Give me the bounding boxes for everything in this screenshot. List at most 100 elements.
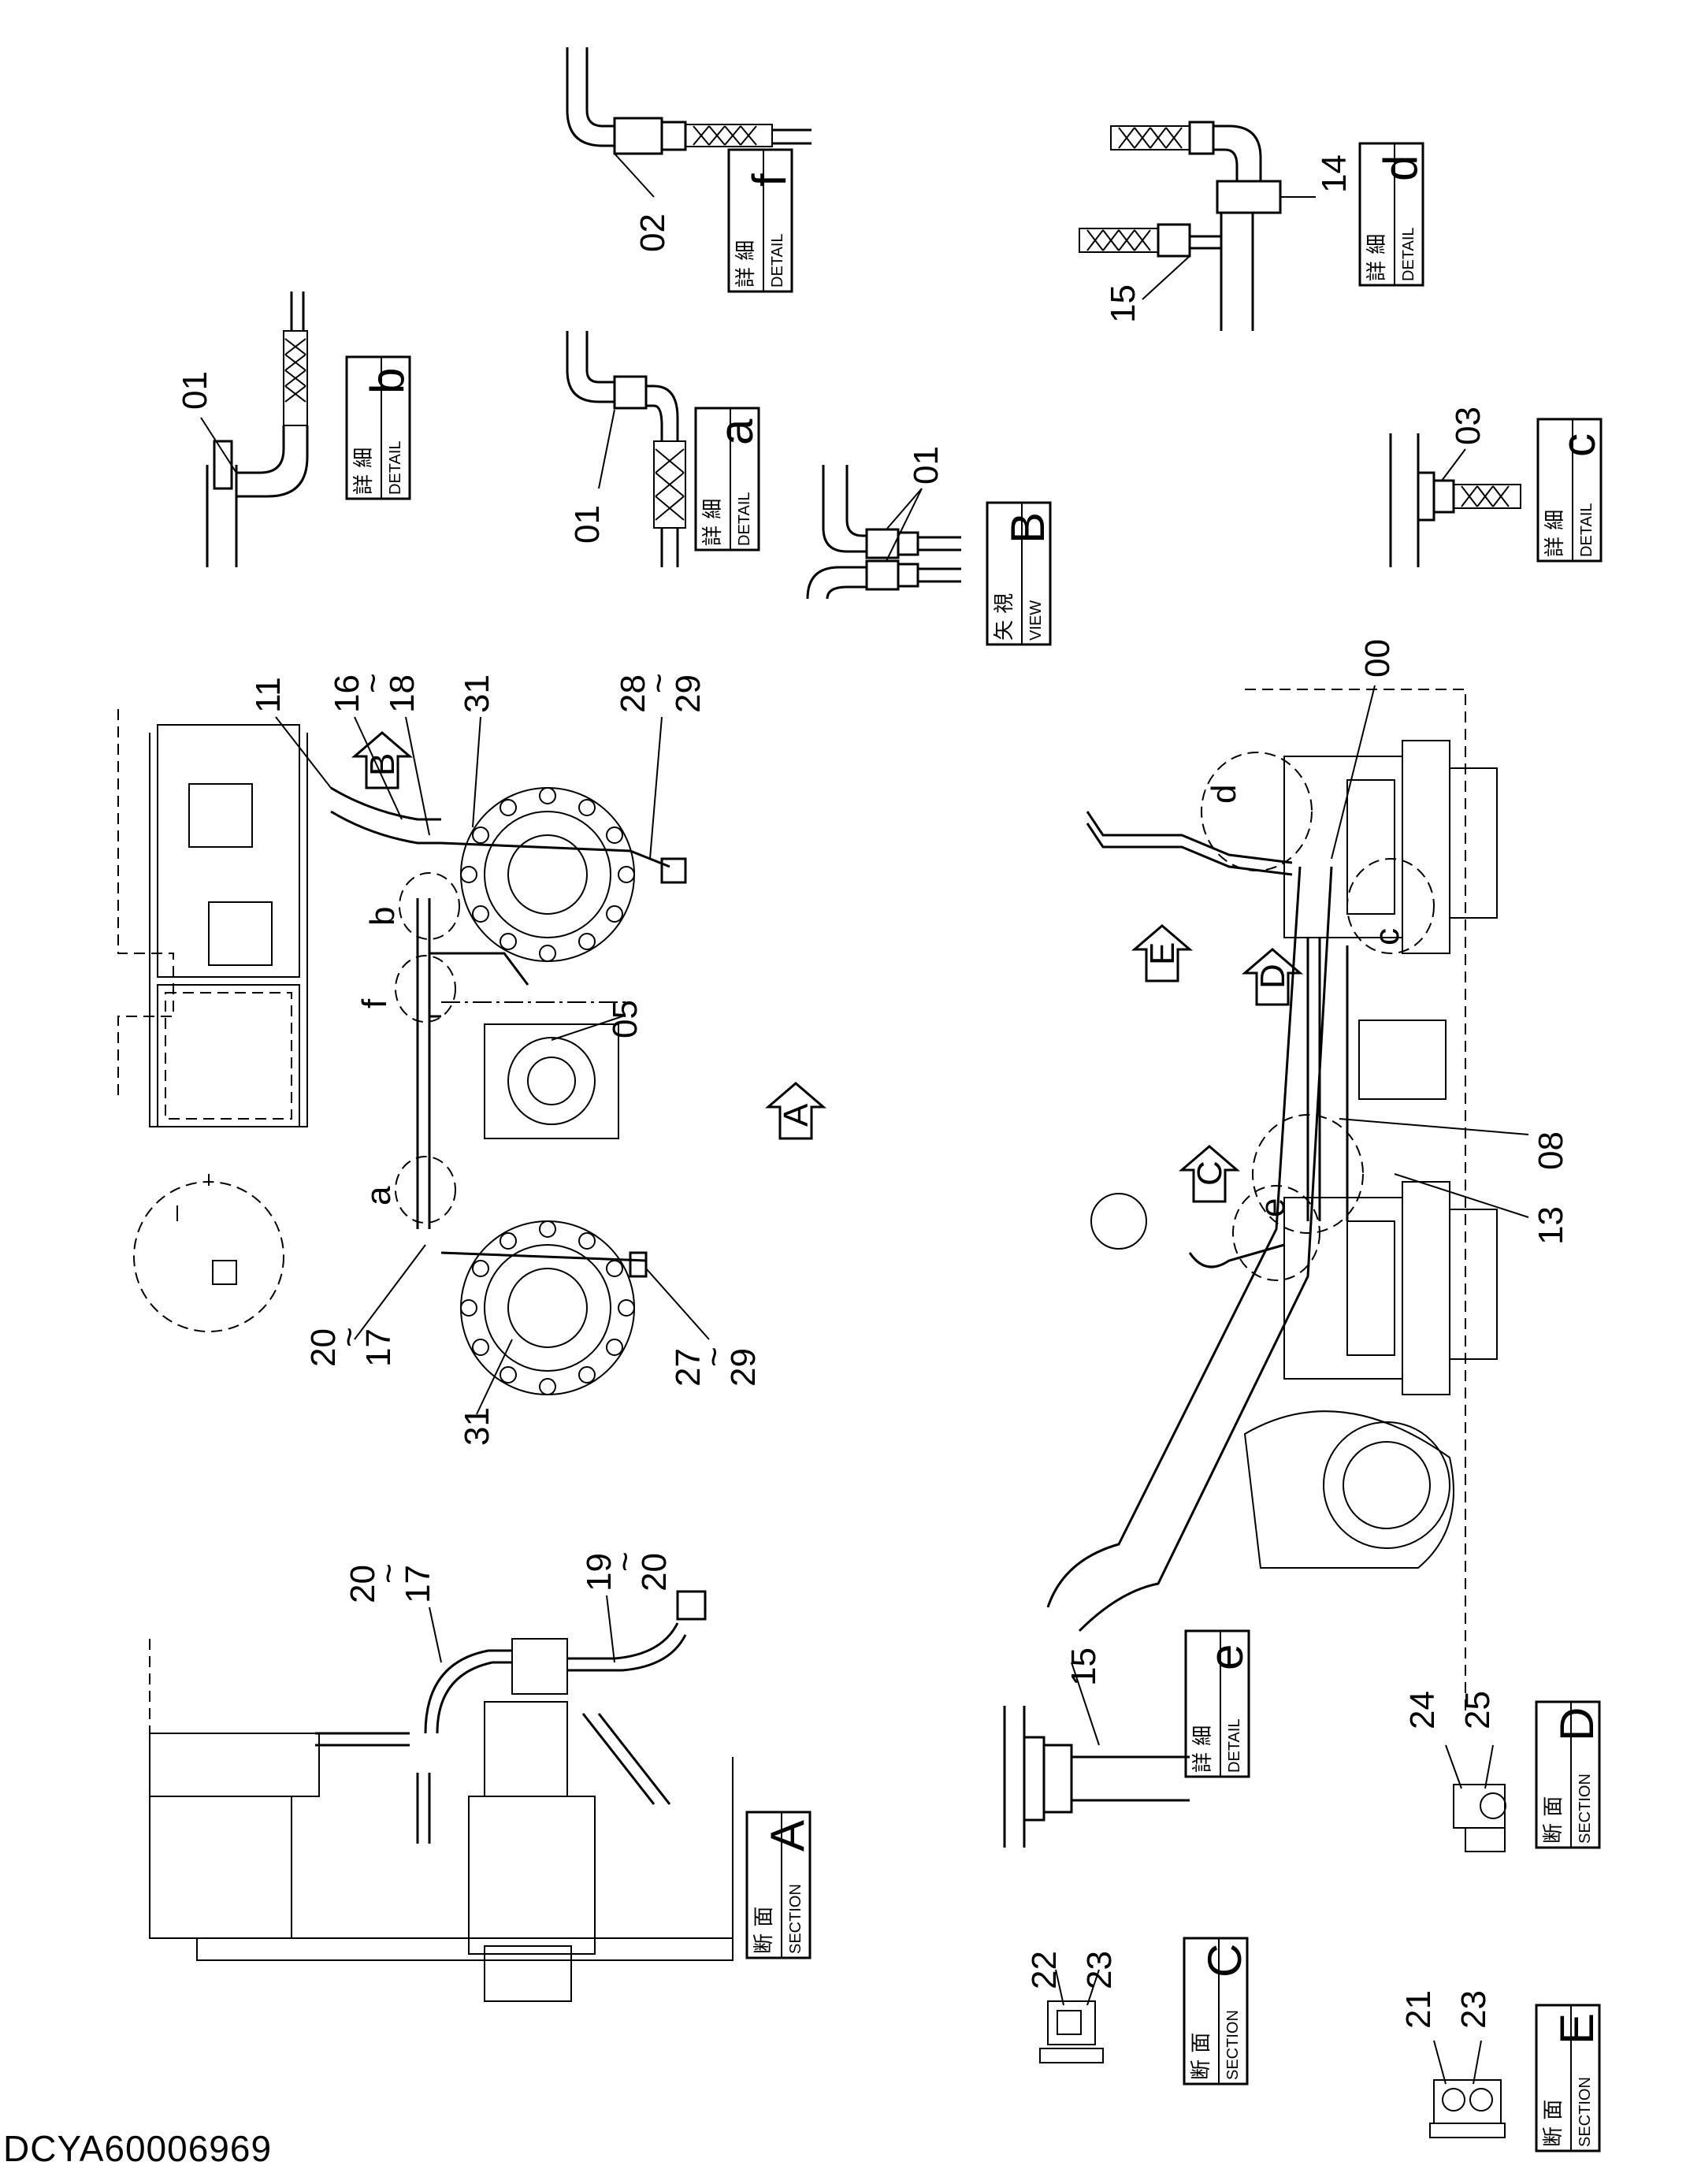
section-a-labels: 20 ~ 17 19 ~ 20: [344, 1551, 674, 1663]
view-marker-d: D: [1253, 964, 1292, 989]
part-15-e: 15: [1064, 1647, 1103, 1686]
detail-a-box: 詳 細 DETAIL a: [694, 407, 763, 552]
section-c-letter: C: [1198, 1944, 1251, 1978]
part-28: 28: [614, 674, 652, 713]
section-d-labels: 24 25: [1403, 1691, 1497, 1729]
part-24: 24: [1403, 1691, 1442, 1729]
side-view-drawing: [1046, 689, 1498, 1714]
section-a-part-20b: 20: [635, 1553, 674, 1592]
part-20: 20: [304, 1328, 343, 1367]
detail-f-box: 詳 細 DETAIL f: [727, 148, 796, 293]
section-d-letter: D: [1551, 1707, 1603, 1741]
view-marker-e: E: [1143, 942, 1182, 965]
detail-a-drawing: [566, 331, 686, 567]
section-e-labels: 21 23: [1399, 1990, 1493, 2029]
part-22: 22: [1025, 1951, 1064, 1989]
part-00: 00: [1358, 639, 1397, 678]
part-08: 08: [1532, 1131, 1570, 1170]
detail-f-en: DETAIL: [769, 233, 786, 288]
detail-c-letter: c: [1552, 433, 1605, 457]
detail-a-part-label-01: 01: [568, 505, 607, 544]
section-e-en: SECTION: [1577, 2077, 1594, 2147]
detail-b-jp: 詳 細: [352, 448, 376, 495]
part-01-b: 01: [176, 371, 214, 410]
section-e-drawing: [1429, 2040, 1506, 2138]
section-e-jp: 断 面: [1542, 2100, 1565, 2147]
part-25: 25: [1458, 1691, 1497, 1729]
part-16-18-sep: ~: [354, 673, 392, 693]
section-c-labels: 22 23: [1025, 1951, 1119, 1989]
plan-view-drawing: [117, 709, 687, 1395]
view-arrow-a: A: [764, 1082, 827, 1140]
part-14: 14: [1315, 154, 1354, 193]
view-arrow-e: E: [1131, 924, 1194, 982]
part-27: 27: [669, 1348, 708, 1387]
section-c-drawing: [1039, 1969, 1104, 2063]
view-b-part-label-01: 01: [907, 446, 945, 485]
side-view-labels: 00 08 13: [1331, 639, 1570, 1245]
section-a-part-20: 20: [344, 1565, 382, 1603]
part-13: 13: [1532, 1206, 1570, 1245]
part-03: 03: [1449, 407, 1487, 445]
part-15-d: 15: [1104, 284, 1142, 323]
detail-c-box: 詳 細 DETAIL c: [1536, 418, 1605, 563]
callout-c: c: [1368, 928, 1406, 945]
callout-a: a: [359, 1186, 398, 1205]
detail-a-letter: a: [710, 418, 763, 445]
section-c-box: 断 面 SECTION C: [1183, 1937, 1251, 2086]
section-d-en: SECTION: [1577, 1774, 1594, 1844]
detail-b-box: 詳 細 DETAIL b: [345, 355, 414, 500]
section-a-box: 断 面 SECTION A: [745, 1811, 814, 1959]
part-28-29-sep: ~: [640, 673, 678, 693]
part-29-bottom: 29: [724, 1348, 763, 1387]
view-b-drawing: [806, 465, 961, 600]
section-c-jp: 断 面: [1190, 2033, 1213, 2080]
view-arrow-b: B: [351, 731, 414, 789]
section-a-part-17: 17: [399, 1565, 437, 1603]
detail-e-letter: e: [1200, 1644, 1253, 1670]
detail-b-part-label-01: 01: [176, 371, 214, 410]
detail-d-drawing: [1079, 121, 1316, 331]
part-17: 17: [359, 1328, 398, 1367]
view-b-en: VIEW: [1027, 600, 1045, 641]
view-b-jp: 矢 視: [993, 593, 1016, 641]
detail-c-part-label-03: 03: [1449, 407, 1487, 445]
section-a-en: SECTION: [787, 1884, 804, 1954]
document-code: DCYA60006969: [3, 2128, 273, 2169]
part-20-17-sep: ~: [330, 1327, 369, 1347]
part-01-a: 01: [568, 505, 607, 544]
detail-e-en: DETAIL: [1226, 1718, 1243, 1773]
section-a-letter: A: [761, 1820, 814, 1852]
callout-d: d: [1205, 785, 1243, 804]
detail-d-en: DETAIL: [1400, 227, 1417, 281]
detail-e-drawing: [1003, 1662, 1190, 1848]
view-arrow-c: C: [1178, 1145, 1241, 1203]
detail-c-drawing: [1389, 433, 1521, 567]
detail-f-letter: f: [743, 173, 796, 187]
section-c-en: SECTION: [1224, 2010, 1242, 2080]
section-e-letter: E: [1551, 2013, 1603, 2045]
section-a-part-19: 19: [580, 1553, 618, 1592]
detail-c-jp: 詳 細: [1543, 510, 1567, 557]
detail-a-jp: 詳 細: [701, 499, 725, 546]
callout-e: e: [1253, 1198, 1292, 1217]
view-marker-b: B: [363, 753, 402, 776]
section-a-jp: 断 面: [752, 1907, 776, 1954]
callout-b: b: [363, 907, 402, 926]
part-02: 02: [633, 214, 672, 252]
detail-b-letter: b: [361, 368, 414, 394]
detail-f-jp: 詳 細: [734, 240, 758, 288]
section-e-box: 断 面 SECTION E: [1535, 2004, 1603, 2152]
detail-d-part-label-14: 14: [1315, 154, 1354, 193]
view-marker-c: C: [1190, 1161, 1229, 1186]
part-31-top: 31: [458, 674, 496, 713]
detail-d-letter: d: [1374, 155, 1427, 181]
part-27-29-sep: ~: [695, 1346, 734, 1367]
callout-f: f: [355, 998, 394, 1008]
view-arrow-d: D: [1241, 948, 1304, 1006]
part-11: 11: [249, 677, 288, 713]
part-23-e: 23: [1454, 1990, 1493, 2029]
detail-d-part-label-15: 15: [1104, 284, 1142, 323]
detail-b-en: DETAIL: [387, 440, 404, 495]
